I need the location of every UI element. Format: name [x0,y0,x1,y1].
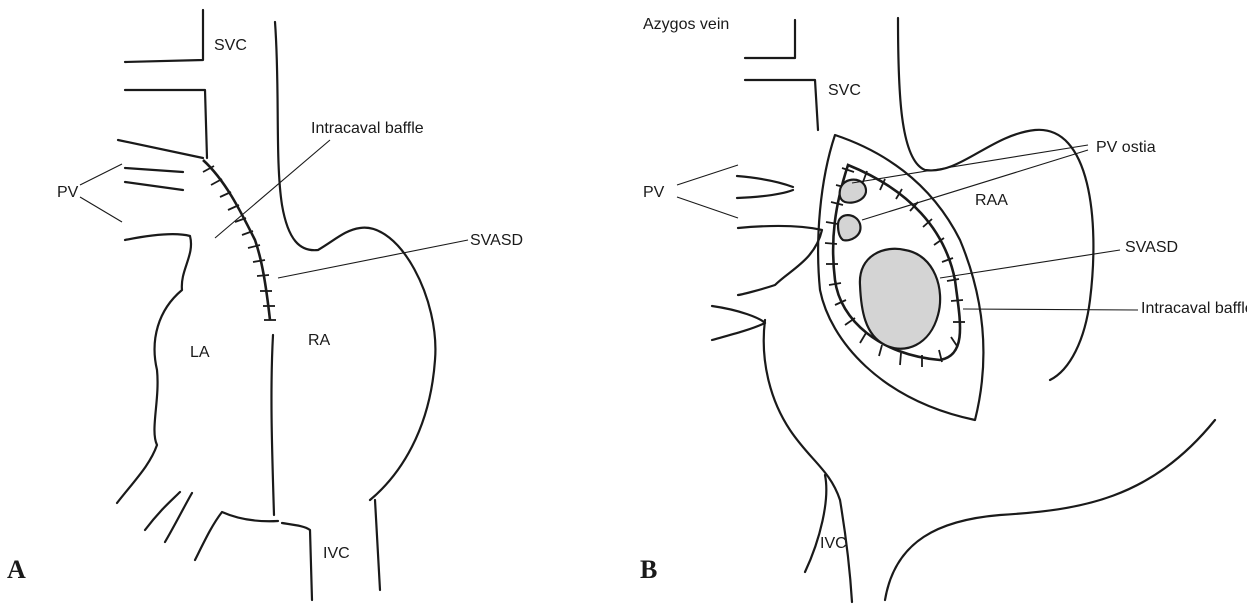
label-azygos-vein: Azygos vein [643,16,729,33]
la-outline-b [738,226,822,295]
ivc-wall-a-right [375,500,380,590]
panel-b: Azygos vein SVC PV ostia PV RAA SVASD In… [640,16,1247,602]
pv-vessel-a-mid2 [125,182,183,190]
label-svc-a: SVC [214,37,247,54]
panel-label-a: A [7,555,26,584]
atrial-septum-a [271,335,274,515]
pv-ostium-lower [838,215,860,240]
left-atrium-outline [117,234,191,503]
svc-right-wall-a [275,22,435,500]
leader-pv-a-lower [80,197,122,222]
leader-pv-b-lower [677,197,738,218]
la-lower-outflow [195,512,278,560]
label-svc-b: SVC [828,82,861,99]
leader-svasd-a [278,240,468,278]
panel-a: SVC Intracaval baffle PV SVASD LA RA IVC… [7,10,523,600]
svasd-defect-b [860,249,940,349]
label-la: LA [190,344,210,361]
label-intracaval-baffle-a: Intracaval baffle [311,120,424,137]
leader-pv-b-upper [677,165,738,185]
label-intracaval-baffle-b: Intracaval baffle [1141,300,1247,317]
label-svasd-a: SVASD [470,232,523,249]
pv-vessel-a-mid1 [125,168,183,172]
leader-pv-ostia-upper [852,145,1088,183]
ivc-wall-b-left [805,475,826,572]
svc-left-wall-a [125,10,207,158]
label-ra: RA [308,332,331,349]
label-pv-a: PV [57,184,79,201]
ivc-wall-a-left [282,523,312,600]
pv-vessel-b-lower [737,190,793,198]
la-lower-b [764,320,852,602]
baffle-stitches-a [203,166,276,320]
label-ivc-b: IVC [820,535,847,552]
la-vessel-b-1 [712,306,765,340]
pv-vessel-a-upper [118,140,203,158]
leader-baffle-a [215,140,330,238]
label-pv-b: PV [643,184,665,201]
label-svasd-b: SVASD [1125,239,1178,256]
panel-label-b: B [640,555,657,584]
ivc-wall-b-right [885,420,1215,600]
label-pv-ostia: PV ostia [1096,139,1156,156]
svc-left-wall-b [745,20,818,130]
leader-pv-ostia-lower [862,150,1088,220]
leader-pv-a-upper [80,164,122,185]
la-lower-vessel-2 [165,493,192,542]
pv-vessel-b-upper [737,176,793,187]
leader-baffle-b [963,309,1138,310]
label-ivc-a: IVC [323,545,350,562]
label-raa: RAA [975,192,1008,209]
